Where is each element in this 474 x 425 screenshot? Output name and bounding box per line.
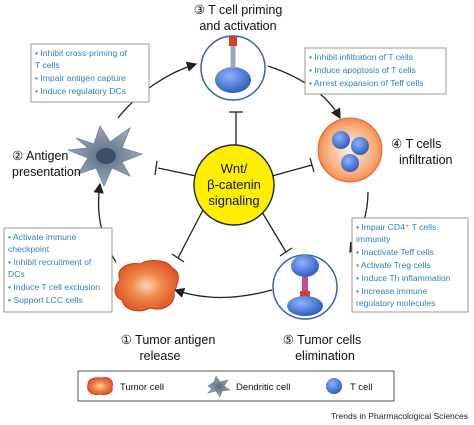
step1-line1: ① Tumor antigen <box>121 333 216 347</box>
arrow-presentation-to-priming <box>117 61 198 119</box>
box5-line: • Increase immune <box>356 286 428 296</box>
step2-line2: presentation <box>12 165 81 179</box>
center-line-2: β-catenin <box>207 177 261 192</box>
step4-line2: infiltration <box>399 153 453 167</box>
center-line-1: Wnt/ <box>221 161 248 176</box>
step2-line1: ② Antigen <box>12 149 68 163</box>
step4-line1: ④ T cells <box>391 137 441 151</box>
priming-cell <box>200 35 266 101</box>
box4-line: • Inhibit infiltration of T cells <box>309 52 413 62</box>
wnt-center: Wnt/ β-catenin signaling <box>193 144 275 226</box>
box2-line: • Induce regulatory DCs <box>35 86 126 96</box>
box2-line: T cells <box>35 60 60 70</box>
arrow-elimination-to-release <box>173 287 273 299</box>
elimination-cell <box>272 254 338 320</box>
box1-line: DCs <box>8 269 25 279</box>
legend-tumor-label: Tumor cell <box>120 382 164 393</box>
box4-line: • Induce apoptosis of T cells <box>309 65 416 75</box>
infiltration-cell <box>317 117 383 183</box>
box1-line: checkpoint <box>8 244 50 254</box>
dendritic-cell <box>67 125 144 187</box>
box-elimination: • Impair CD4⁺ T cells immunity • Inactiv… <box>351 217 469 313</box>
box5-line: regulatory molecules <box>356 298 435 308</box>
box5-line: • Activate Treg cells <box>356 260 431 270</box>
box-tumor-release: • Activate immune checkpoint • Inhibit r… <box>3 227 113 313</box>
legend-tcell-label: T cell <box>350 382 373 393</box>
legend-tumor-icon <box>87 377 113 395</box>
box5-line: • Induce Th inflammation <box>356 273 451 283</box>
step-labels: ③ T cell priming and activation ④ T cell… <box>12 3 453 363</box>
box1-line: • Induce T cell exclusion <box>8 282 100 292</box>
legend-dendritic-label: Dendritic cell <box>236 382 290 393</box>
box1-line: • Inhibit recruitment of <box>8 257 92 267</box>
box2-line: • Impair antigen capture <box>35 73 126 83</box>
box4-line: • Arrest expansion of Teff cells <box>309 78 423 88</box>
tumor-cell-release <box>114 260 179 312</box>
box-antigen-presentation: • Inhibit cross-priming of T cells • Imp… <box>30 43 150 103</box>
legend-tcell-icon <box>326 378 342 394</box>
step5-line1: ⑤ Tumor cells <box>283 333 362 347</box>
box-infiltration: • Inhibit infiltration of T cells • Indu… <box>304 47 447 95</box>
credit: Trends in Pharmacological Sciences <box>331 411 468 421</box>
box5-line: • Impair CD4⁺ T cells <box>356 222 436 232</box>
legend: Tumor cell Dendritic cell T cell <box>77 370 395 402</box>
box5-line: immunity <box>356 234 391 244</box>
box2-line: • Inhibit cross-priming of <box>35 48 127 58</box>
step1-line2: release <box>140 349 181 363</box>
step5-line2: elimination <box>295 349 355 363</box>
step3-line2: and activation <box>199 19 276 33</box>
box5-line: • Inactivate Teff cells <box>356 247 434 257</box>
box1-line: • Activate immune <box>8 232 77 242</box>
box1-line: • Support LCC cells <box>8 295 83 305</box>
step3-line1: ③ T cell priming <box>194 3 283 17</box>
legend-dendritic-icon <box>207 375 231 398</box>
center-line-3: signaling <box>208 193 259 208</box>
